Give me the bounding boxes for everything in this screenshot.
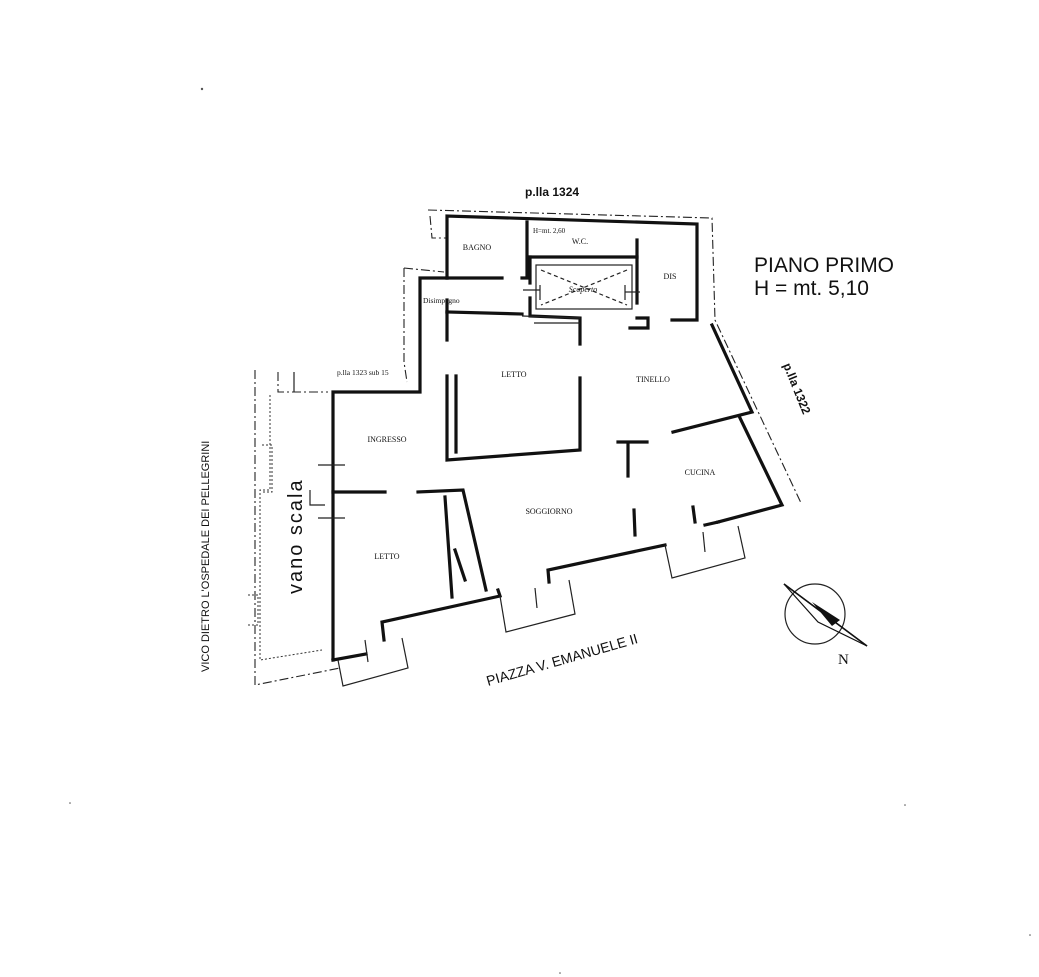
floor-title: PIANO PRIMO — [754, 254, 894, 277]
parcel-top-label: p.lla 1324 — [525, 185, 579, 199]
room-cucina: CUCINA — [685, 468, 716, 477]
room-ingresso: INGRESSO — [367, 435, 406, 444]
street-left-label: VICO DIETRO L'OSPEDALE DEI PELLEGRINI — [200, 441, 212, 672]
parcel-left-label: p.lla 1323 sub 15 — [337, 368, 389, 377]
door-marks — [309, 285, 640, 519]
stair-well — [248, 372, 323, 661]
room-wc: W.C. — [572, 237, 588, 246]
walls — [331, 214, 785, 662]
north-arrow-icon: N — [783, 583, 868, 668]
wc-height: H=mt. 2,60 — [533, 227, 566, 235]
room-letto-top: LETTO — [501, 370, 526, 379]
parcel-right-label: p.lla 1322 — [780, 361, 813, 417]
room-letto-bottom: LETTO — [374, 552, 399, 561]
scan-specks — [69, 87, 1031, 974]
room-scoperto: Scoperto — [569, 285, 597, 294]
parcel-boundaries — [254, 209, 802, 686]
scoperto-courtyard — [535, 264, 633, 310]
room-soggiorno: SOGGIORNO — [525, 507, 572, 516]
stair-label: vano scala — [285, 478, 307, 594]
room-tinello: TINELLO — [636, 375, 670, 384]
north-label: N — [838, 652, 849, 668]
room-bagno: BAGNO — [463, 243, 492, 252]
street-bottom-label: PIAZZA V. EMANUELE II — [484, 630, 639, 689]
room-disimpegno: Disimpegno — [423, 296, 460, 305]
floor-height: H = mt. 5,10 — [754, 277, 869, 300]
room-dis: DIS — [664, 272, 677, 281]
balconies — [337, 525, 746, 687]
